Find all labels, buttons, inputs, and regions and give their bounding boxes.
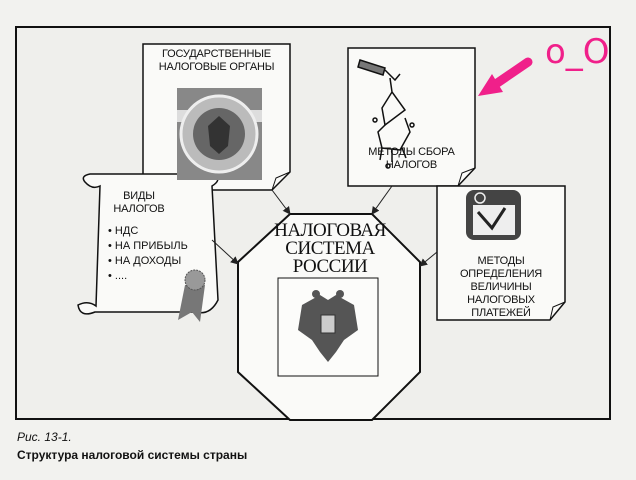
coat-of-arms-icon xyxy=(298,290,358,362)
tax-types-line: НАЛОГОВ xyxy=(113,203,165,215)
collection-methods-line: МЕТОДЫ СБОРА xyxy=(368,146,455,158)
gov-bodies-line: НАЛОГОВЫЕ ОРГАНЫ xyxy=(158,61,275,73)
center-title: НАЛОГОВАЯ СИСТЕМА РОССИИ xyxy=(250,220,410,277)
tax-type-item: .... xyxy=(108,269,188,284)
tax-type-item: НА ПРИБЫЛЬ xyxy=(108,239,188,254)
figure-number: Рис. 13-1. xyxy=(17,430,72,444)
collection-methods-label: МЕТОДЫ СБОРА НАЛОГОВ xyxy=(348,146,475,172)
calc-methods-line: ОПРЕДЕЛЕНИЯ xyxy=(459,268,543,280)
tax-types-list: НДС НА ПРИБЫЛЬ НА ДОХОДЫ .... xyxy=(108,224,188,284)
tax-type-item: НДС xyxy=(108,224,188,239)
gov-bodies-line: ГОСУДАРСТВЕННЫЕ xyxy=(162,48,271,60)
center-title-line: НАЛОГОВАЯ xyxy=(274,220,386,241)
tax-service-emblem-icon xyxy=(177,88,262,180)
annotation-text: o_O xyxy=(545,32,610,72)
arrow-gov-to-center xyxy=(271,189,291,215)
tax-type-item: НА ДОХОДЫ xyxy=(108,254,188,269)
pink-arrow-icon xyxy=(478,57,533,96)
collection-methods-line: НАЛОГОВ xyxy=(385,159,438,171)
calc-methods-line: ВЕЛИЧИНЫ xyxy=(470,281,532,293)
calc-methods-line: МЕТОДЫ xyxy=(477,255,525,267)
collection-methods-box xyxy=(347,47,476,187)
center-title-line: СИСТЕМА xyxy=(285,238,375,259)
center-title-line: РОССИИ xyxy=(292,256,368,277)
seal-ribbon-icon xyxy=(178,269,206,322)
arrow-types-to-center xyxy=(211,239,239,265)
calc-methods-line: ПЛАТЕЖЕЙ xyxy=(471,307,531,319)
gov-bodies-label: ГОСУДАРСТВЕННЫЕ НАЛОГОВЫЕ ОРГАНЫ xyxy=(143,48,290,74)
calc-methods-label: МЕТОДЫ ОПРЕДЕЛЕНИЯ ВЕЛИЧИНЫ НАЛОГОВЫХ ПЛ… xyxy=(437,255,565,320)
arrow-calc-to-center xyxy=(419,251,438,267)
tax-types-label: ВИДЫ НАЛОГОВ xyxy=(96,190,182,216)
calc-methods-line: НАЛОГОВЫХ xyxy=(467,294,535,306)
figure-title: Структура налоговой системы страны xyxy=(17,448,248,462)
tax-types-line: ВИДЫ xyxy=(123,190,155,202)
upside-down-person-icon xyxy=(357,59,415,169)
arrow-collection-to-center xyxy=(371,185,393,215)
scissors-calc-icon xyxy=(466,190,521,240)
